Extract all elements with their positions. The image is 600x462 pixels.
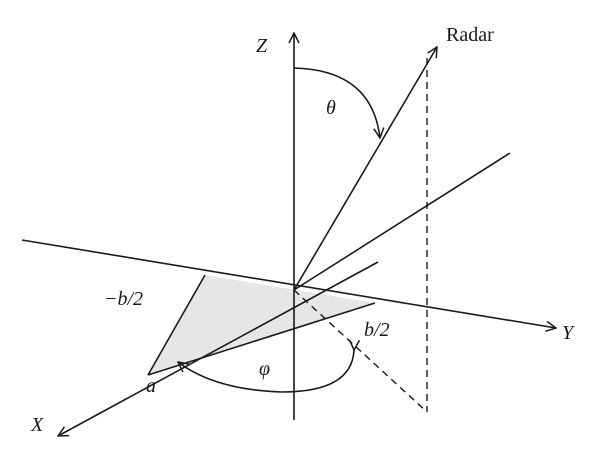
radar-ground-projection xyxy=(293,289,428,413)
phi-arc xyxy=(178,350,354,393)
theta-label: θ xyxy=(326,97,336,119)
plane-line xyxy=(293,152,511,291)
neg-half-b-label: −b/2 xyxy=(104,288,143,310)
pos-half-b-label: b/2 xyxy=(364,319,390,341)
phi-label: φ xyxy=(259,358,270,380)
x-axis-label: X xyxy=(30,414,44,436)
point-a-label: a xyxy=(146,375,156,397)
radar-line xyxy=(293,47,437,291)
z-axis-label: Z xyxy=(256,35,268,57)
theta-arc xyxy=(293,67,380,138)
y-axis xyxy=(21,239,556,328)
radar-label: Radar xyxy=(446,24,494,46)
triangle-edge-left xyxy=(147,274,206,376)
y-axis-label: Y xyxy=(562,322,575,344)
